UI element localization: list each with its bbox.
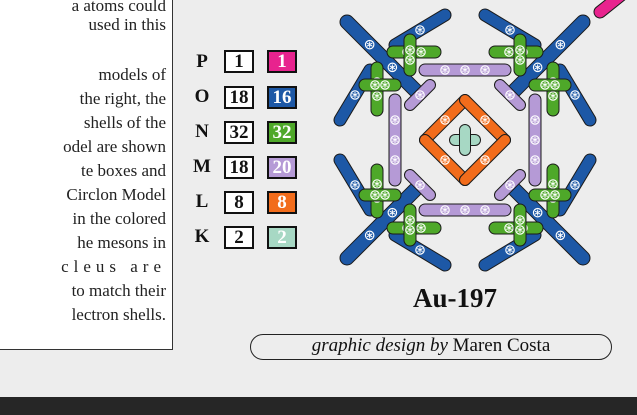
credit-name: Maren Costa [452, 335, 551, 356]
description-line: used in this [88, 15, 166, 34]
meson-count-box-p: 1 [267, 50, 297, 73]
o-shell-meson [340, 183, 422, 265]
bottom-bar [0, 397, 637, 415]
shell-label-p: P [196, 51, 208, 72]
description-line: Circlon Model [66, 185, 166, 204]
electron-count-box-m: 18 [224, 156, 254, 179]
description-line: he mesons in [77, 233, 166, 252]
shell-label-l: L [195, 191, 209, 212]
description-text-panel: a atoms could used in this models of the… [0, 0, 173, 350]
meson-count-box-m: 20 [267, 156, 297, 179]
description-line: in the colored [72, 209, 166, 228]
meson-count-box-l: 8 [267, 191, 297, 214]
shell-label-m: M [193, 156, 211, 177]
description-line: shells of the [83, 113, 166, 132]
shell-label-o: O [194, 86, 210, 107]
description-line: models of [98, 65, 166, 84]
designer-credit: graphic design by Maren Costa [250, 334, 612, 360]
description-line: lectron shells. [71, 305, 166, 324]
meson-count-box-n: 32 [267, 121, 297, 144]
electron-count-box-p: 1 [224, 50, 254, 73]
description-line: odel are shown [63, 137, 166, 156]
electron-count-box-o: 18 [224, 86, 254, 109]
description-line: a atoms could [71, 0, 166, 15]
description-line: te boxes and [81, 161, 166, 180]
meson-count-box-o: 16 [267, 86, 297, 109]
meson-count-box-k: 2 [267, 226, 297, 249]
shell-label-k: K [194, 226, 210, 247]
electron-count-box-k: 2 [224, 226, 254, 249]
shell-label-n: N [195, 121, 209, 142]
electron-count-box-l: 8 [224, 191, 254, 214]
electron-count-box-n: 32 [224, 121, 254, 144]
description-line: cleus are [61, 257, 166, 276]
p-shell-meson [594, 0, 624, 18]
description-line: to match their [71, 281, 166, 300]
credit-prefix: graphic design by [311, 335, 448, 356]
isotope-label: Au-197 [413, 283, 498, 313]
description-line: the right, the [79, 89, 166, 108]
au-197-circlon-diagram [333, 0, 626, 272]
o-shell-meson [340, 15, 422, 97]
o-shell-meson [508, 15, 590, 97]
o-shell-meson [508, 183, 590, 265]
